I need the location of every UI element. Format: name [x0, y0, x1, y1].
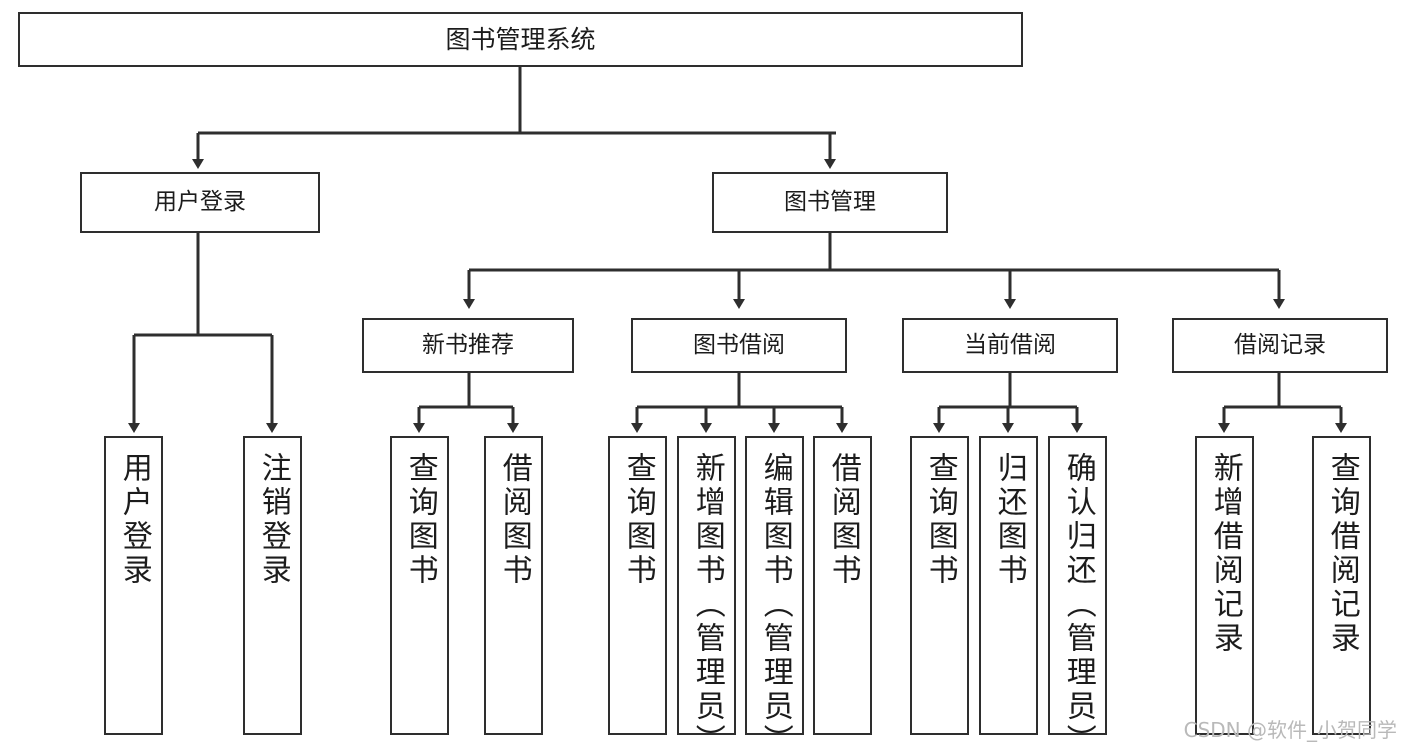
node-root-label: 图书管理系统: [445, 25, 596, 54]
leaf-add-book-admin-label: 新增图书（管理员）: [689, 452, 725, 747]
leaf-confirm-return-admin[interactable]: 确认归还（管理员）: [1048, 436, 1107, 747]
leaf-confirm-return-admin-label: 确认归还（管理员）: [1060, 452, 1096, 747]
leaf-borrow-book[interactable]: 借阅图书: [813, 436, 872, 735]
node-new-book-recommend-label: 新书推荐: [422, 332, 514, 358]
node-user-login-label: 用户登录: [154, 189, 246, 215]
leaf-user-login-label: 用户登录: [116, 452, 152, 588]
node-book-management[interactable]: 图书管理: [712, 172, 948, 233]
leaf-query-book[interactable]: 查询图书: [608, 436, 667, 735]
node-current-borrow-label: 当前借阅: [964, 332, 1056, 358]
leaf-edit-book-admin-label: 编辑图书（管理员）: [757, 452, 793, 747]
leaf-edit-book-admin[interactable]: 编辑图书（管理员）: [745, 436, 804, 747]
leaf-add-book-admin[interactable]: 新增图书（管理员）: [677, 436, 736, 747]
leaf-query-book-current[interactable]: 查询图书: [910, 436, 969, 735]
node-book-management-label: 图书管理: [784, 189, 876, 215]
leaf-borrow-book-recommend[interactable]: 借阅图书: [484, 436, 543, 735]
leaf-add-borrow-record[interactable]: 新增借阅记录: [1195, 436, 1254, 735]
node-borrow-records-label: 借阅记录: [1234, 332, 1326, 358]
leaf-query-borrow-record[interactable]: 查询借阅记录: [1312, 436, 1371, 735]
node-user-login[interactable]: 用户登录: [80, 172, 320, 233]
node-current-borrow[interactable]: 当前借阅: [902, 318, 1118, 373]
node-book-borrow-label: 图书借阅: [693, 332, 785, 358]
leaf-borrow-book-label: 借阅图书: [825, 452, 861, 588]
node-root[interactable]: 图书管理系统: [18, 12, 1023, 67]
node-book-borrow[interactable]: 图书借阅: [631, 318, 847, 373]
leaf-query-book-current-label: 查询图书: [922, 452, 958, 588]
leaf-query-book-label: 查询图书: [620, 452, 656, 588]
leaf-return-book[interactable]: 归还图书: [979, 436, 1038, 735]
leaf-query-book-recommend[interactable]: 查询图书: [390, 436, 449, 735]
leaf-logout[interactable]: 注销登录: [243, 436, 302, 735]
leaf-query-borrow-record-label: 查询借阅记录: [1324, 452, 1360, 656]
watermark: CSDN @软件_小贺同学: [1183, 718, 1397, 742]
leaf-logout-label: 注销登录: [255, 452, 291, 588]
node-borrow-records[interactable]: 借阅记录: [1172, 318, 1388, 373]
leaf-user-login[interactable]: 用户登录: [104, 436, 163, 735]
leaf-query-book-recommend-label: 查询图书: [402, 452, 438, 588]
leaf-add-borrow-record-label: 新增借阅记录: [1207, 452, 1243, 656]
node-new-book-recommend[interactable]: 新书推荐: [362, 318, 574, 373]
leaf-return-book-label: 归还图书: [991, 452, 1027, 588]
leaf-borrow-book-recommend-label: 借阅图书: [496, 452, 532, 588]
